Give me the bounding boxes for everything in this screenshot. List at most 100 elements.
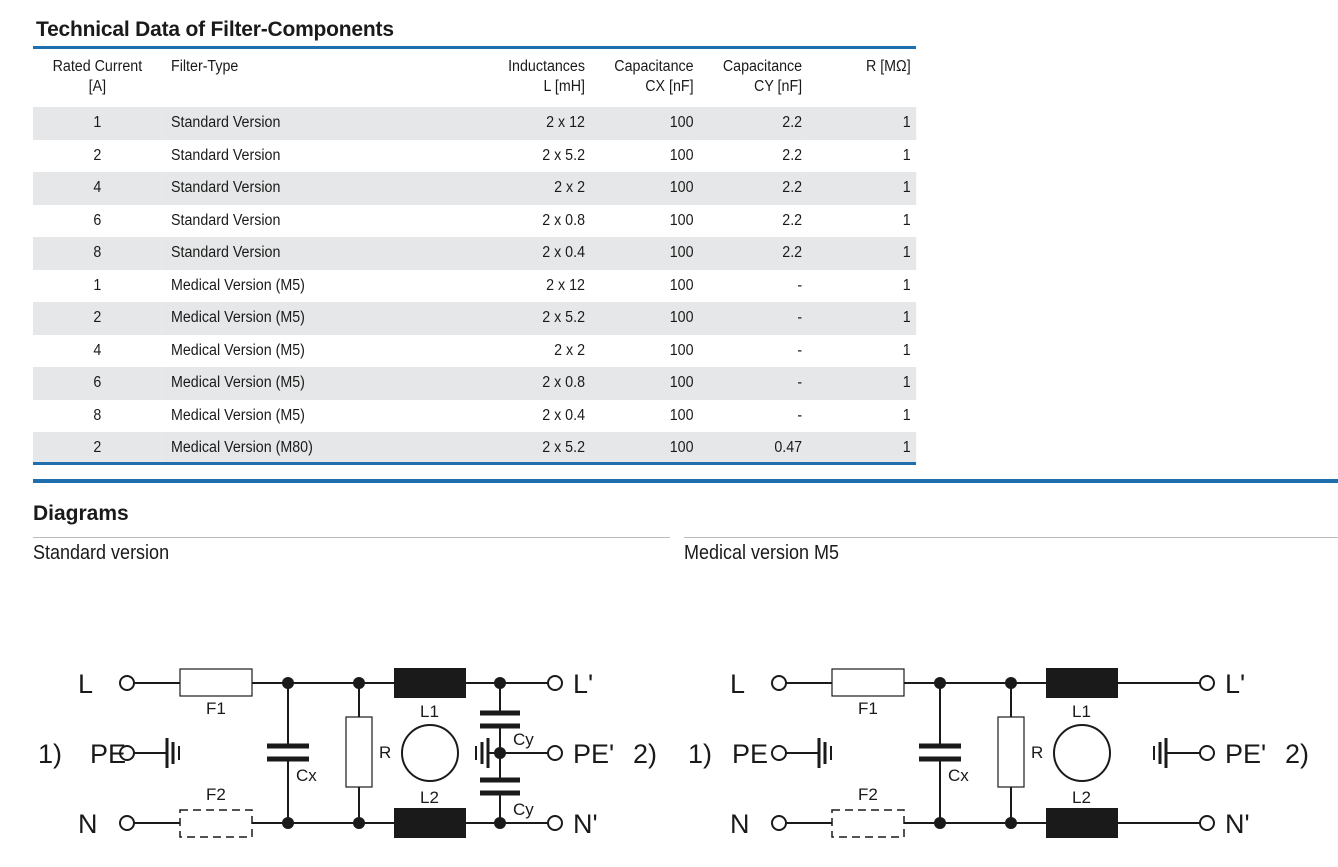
cell-cy: 0.47 <box>693 432 803 465</box>
divider-standard <box>33 537 670 538</box>
cell-filter-type: Standard Version <box>161 237 448 270</box>
cell-cx: 100 <box>585 302 694 335</box>
col-filter-type: Filter-Type <box>171 58 239 75</box>
note-in: 1) <box>38 739 62 769</box>
cell-cx: 100 <box>669 276 694 294</box>
terminal-n-out: N' <box>573 809 598 839</box>
note-out: 2) <box>1285 739 1309 769</box>
label-cx: Cx <box>948 766 969 785</box>
cell-filter-type: Standard Version <box>171 146 281 164</box>
label-cx: Cx <box>296 766 317 785</box>
cell-inductance: 2 x 5.2 <box>447 302 585 335</box>
divider-medical <box>684 537 1338 538</box>
cell-rated-current: 4 <box>33 172 162 205</box>
cell-cy: - <box>693 367 803 400</box>
cell-filter-type: Medical Version (M5) <box>161 302 448 335</box>
cell-inductance: 2 x 12 <box>546 276 585 294</box>
cell-cy: 2.2 <box>693 237 803 270</box>
cell-cx: 100 <box>585 107 694 140</box>
terminal-l-out: L' <box>1225 669 1245 699</box>
label-l2: L2 <box>420 788 439 807</box>
cell-rated-current: 6 <box>93 211 102 229</box>
cell-r: 1 <box>802 432 917 465</box>
cell-filter-type: Standard Version <box>161 172 448 205</box>
cell-cx: 100 <box>585 172 694 205</box>
terminal-n-out: N' <box>1225 809 1250 839</box>
cell-inductance: 2 x 12 <box>447 107 585 140</box>
cell-inductance: 2 x 2 <box>554 341 585 359</box>
cell-inductance: 2 x 0.8 <box>542 211 585 229</box>
note-out: 2) <box>633 739 657 769</box>
cell-r: 1 <box>902 211 911 229</box>
cell-r: 1 <box>802 237 917 270</box>
label-l2: L2 <box>1072 788 1091 807</box>
cell-cy: 2.2 <box>693 107 803 140</box>
label-f1: F1 <box>206 699 226 718</box>
label-r: R <box>379 743 391 762</box>
cell-r: 1 <box>902 406 911 424</box>
standard-version-label: Standard version <box>33 542 170 564</box>
cell-rated-current: 4 <box>93 341 102 359</box>
cell-cx: 100 <box>669 146 694 164</box>
terminal-pe-out: PE' <box>573 739 614 769</box>
cell-filter-type: Medical Version (M5) <box>161 367 448 400</box>
standard-circuit-diagram: L PE 1) N L' PE' 2) N' F1 F2 Cx R L1 L2 … <box>38 668 657 839</box>
cell-cy: 2.2 <box>782 146 803 164</box>
table-row: 4 Medical Version (M5) 2 x 2 100 - 1 <box>33 335 916 368</box>
table-header-row: Rated Current[A] Filter-Type Inductances… <box>33 49 916 107</box>
cell-r: 1 <box>802 172 917 205</box>
cell-r: 1 <box>802 107 917 140</box>
terminal-pe-out: PE' <box>1225 739 1266 769</box>
cell-rated-current: 8 <box>33 237 162 270</box>
table-bottom-rule <box>33 462 916 465</box>
cell-r: 1 <box>902 341 911 359</box>
diagrams-heading: Diagrams <box>33 502 129 525</box>
cell-cx: 100 <box>669 211 694 229</box>
label-l1: L1 <box>420 702 439 721</box>
cell-inductance: 2 x 2 <box>447 172 585 205</box>
cell-inductance: 2 x 5.2 <box>542 146 585 164</box>
terminal-l-out: L' <box>573 669 593 699</box>
cell-cy: 2.2 <box>693 172 803 205</box>
section-divider <box>33 479 1338 483</box>
cell-rated-current: 2 <box>33 432 162 465</box>
cell-cx: 100 <box>585 237 694 270</box>
cell-rated-current: 8 <box>93 406 102 424</box>
cell-rated-current: 2 <box>33 302 162 335</box>
cell-cy: 2.2 <box>782 211 803 229</box>
col-rated-current: Rated Current[A] <box>52 58 143 95</box>
note-in: 1) <box>688 739 712 769</box>
filter-components-table: Rated Current[A] Filter-Type Inductances… <box>33 49 917 465</box>
cell-cx: 100 <box>669 341 694 359</box>
cell-filter-type: Medical Version (M5) <box>171 341 305 359</box>
cell-cy: - <box>797 341 803 359</box>
cell-inductance: 2 x 5.2 <box>447 432 585 465</box>
page-title: Technical Data of Filter-Components <box>36 18 394 41</box>
cell-rated-current: 6 <box>33 367 162 400</box>
terminal-n: N <box>730 809 750 839</box>
cell-r: 1 <box>902 276 911 294</box>
cell-r: 1 <box>902 146 911 164</box>
label-f2: F2 <box>206 785 226 804</box>
cell-rated-current: 1 <box>93 276 102 294</box>
label-f1: F1 <box>858 699 878 718</box>
medical-circuit-diagram: L PE 1) N L' PE' 2) N' F1 F2 Cx R L1 L2 <box>688 668 1309 839</box>
cell-rated-current: 2 <box>93 146 102 164</box>
cell-filter-type: Medical Version (M80) <box>161 432 448 465</box>
label-cy2: Cy <box>513 800 534 819</box>
cell-filter-type: Standard Version <box>161 107 448 140</box>
cell-cy: - <box>797 406 803 424</box>
table-row: 2 Standard Version 2 x 5.2 100 2.2 1 <box>33 140 916 173</box>
label-f2: F2 <box>858 785 878 804</box>
label-cy1: Cy <box>513 730 534 749</box>
